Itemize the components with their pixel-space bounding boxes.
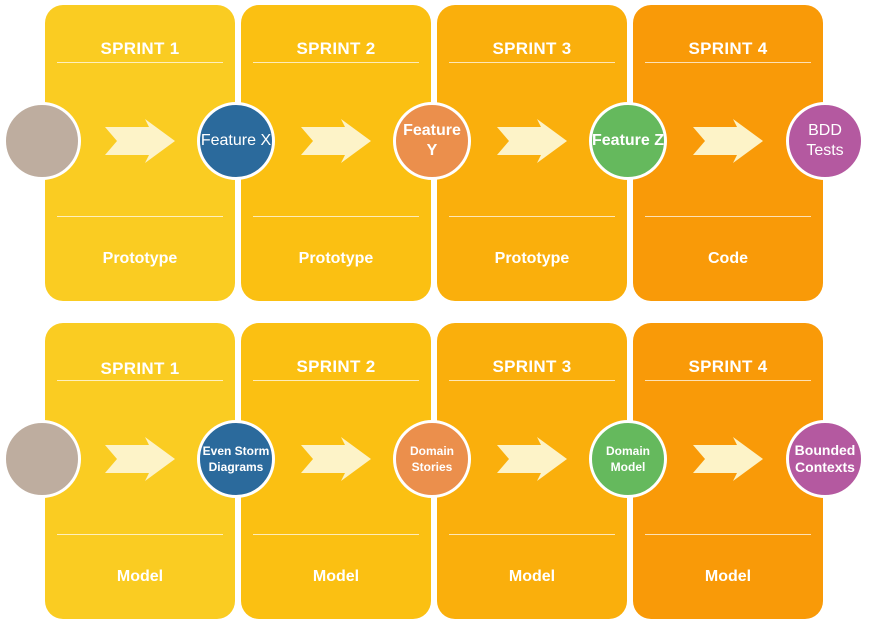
node-label: Even Storm Diagrams bbox=[202, 444, 270, 474]
divider bbox=[253, 216, 419, 217]
node-label: Bounded Contexts bbox=[794, 442, 856, 475]
sprint-title: SPRINT 3 bbox=[492, 39, 572, 58]
start-node bbox=[3, 420, 81, 498]
node-label: Feature Z bbox=[592, 132, 665, 149]
node-label: BDD Tests bbox=[806, 122, 844, 159]
divider bbox=[645, 216, 811, 217]
divider bbox=[57, 534, 223, 535]
domain-model-node: Domain Model bbox=[589, 420, 667, 498]
divider bbox=[449, 380, 615, 381]
sprint-footer: Code bbox=[708, 250, 748, 267]
sprint-title: SPRINT 4 bbox=[688, 357, 768, 376]
start-node bbox=[3, 102, 81, 180]
feature-y-node: Feature Y bbox=[393, 102, 471, 180]
arrow-right-icon bbox=[105, 119, 175, 163]
sprint-footer: Prototype bbox=[298, 250, 374, 267]
divider bbox=[449, 62, 615, 63]
sprint-title: SPRINT 3 bbox=[492, 357, 572, 376]
node-label: Feature X bbox=[200, 132, 272, 149]
bounded-contexts-node: Bounded Contexts bbox=[786, 420, 864, 498]
bdd-tests-node: BDD Tests bbox=[786, 102, 864, 180]
arrow-right-icon bbox=[693, 437, 763, 481]
divider bbox=[449, 216, 615, 217]
node-label: Domain Stories bbox=[409, 444, 454, 474]
bottom-row: SPRINT 1 Model SPRINT 2 Model SPRINT 3 M… bbox=[0, 323, 869, 619]
divider bbox=[449, 534, 615, 535]
arrow-right-icon bbox=[497, 119, 567, 163]
arrow-right-icon bbox=[301, 119, 371, 163]
divider bbox=[253, 534, 419, 535]
sprint-footer: Prototype bbox=[102, 250, 178, 267]
node-label: Feature Y bbox=[403, 122, 461, 159]
sprint-title: SPRINT 2 bbox=[296, 357, 376, 376]
domain-stories-node: Domain Stories bbox=[393, 420, 471, 498]
arrow-right-icon bbox=[497, 437, 567, 481]
node-label: Domain Model bbox=[605, 444, 650, 474]
sprint-footer: Model bbox=[116, 568, 164, 585]
arrow-right-icon bbox=[301, 437, 371, 481]
divider bbox=[645, 62, 811, 63]
sprint-footer: Model bbox=[312, 568, 360, 585]
feature-z-node: Feature Z bbox=[589, 102, 667, 180]
divider bbox=[57, 62, 223, 63]
divider bbox=[645, 534, 811, 535]
sprint-footer: Model bbox=[508, 568, 556, 585]
event-storm-diagrams-node: Even Storm Diagrams bbox=[197, 420, 275, 498]
divider bbox=[645, 380, 811, 381]
divider bbox=[253, 380, 419, 381]
divider bbox=[57, 216, 223, 217]
top-row: SPRINT 1 Prototype SPRINT 2 Prototype SP… bbox=[0, 5, 869, 301]
sprint-title: SPRINT 1 bbox=[100, 359, 180, 378]
sprint-footer: Model bbox=[704, 568, 752, 585]
divider bbox=[57, 380, 223, 381]
divider bbox=[253, 62, 419, 63]
feature-x-node: Feature X bbox=[197, 102, 275, 180]
sprint-title: SPRINT 4 bbox=[688, 39, 768, 58]
sprint-title: SPRINT 2 bbox=[296, 39, 376, 58]
arrow-right-icon bbox=[693, 119, 763, 163]
arrow-right-icon bbox=[105, 437, 175, 481]
sprint-footer: Prototype bbox=[494, 250, 570, 267]
sprint-title: SPRINT 1 bbox=[100, 39, 180, 58]
